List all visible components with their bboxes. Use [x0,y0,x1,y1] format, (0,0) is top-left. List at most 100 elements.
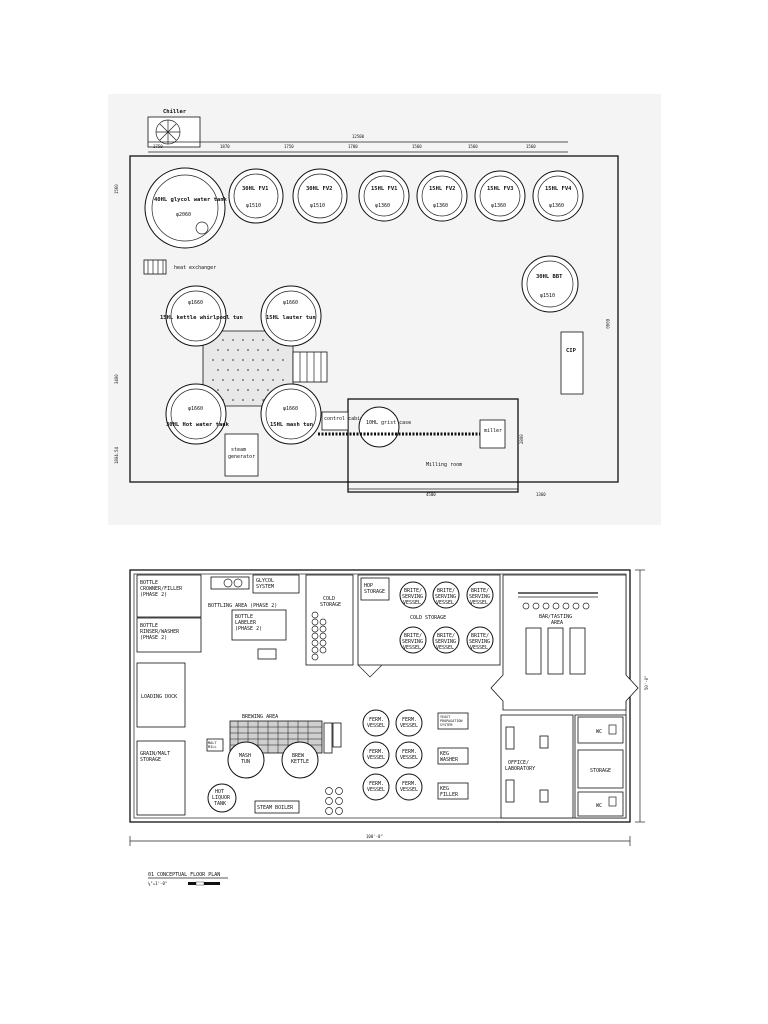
storage-room [577,749,624,789]
mash-tun: φ1660 15HL mash tun [260,383,322,445]
svg-text:15HL FV1: 15HL FV1 [371,186,398,192]
svg-text:1560: 1560 [412,144,422,149]
cip-label: CIP [566,348,577,354]
svg-text:φ1360: φ1360 [549,203,564,209]
milling-room-outline [347,398,519,493]
svg-text:1360: 1360 [536,492,546,497]
fermenter-30hl-fv2: 30HL FV2 φ1510 [292,168,348,224]
svg-text:3400: 3400 [114,374,119,384]
svg-text:6000: 6000 [605,319,610,329]
miller-label: miller [484,428,502,434]
tasting-table [569,627,586,675]
platform-stairs [292,351,328,383]
svg-text:15HL FV3: 15HL FV3 [487,186,514,192]
tasting-table [525,627,542,675]
control-panel [332,722,342,748]
grain-malt-storage [136,740,186,816]
svg-text:φ2060: φ2060 [176,212,191,218]
chiller-label: Chiller [163,109,187,115]
svg-text:FERM.VESSEL: FERM.VESSEL [400,781,418,793]
steam-boiler-label: STEAM BOILER [257,805,294,811]
wc-lower [577,791,624,817]
keg-washer [437,747,469,765]
ferm-vessel: FERM.VESSEL [395,773,423,801]
wc-upper [577,716,624,744]
cold-storage-left [305,574,354,666]
svg-text:1870: 1870 [220,144,230,149]
steam-boiler [254,800,300,814]
svg-text:1750: 1750 [153,144,163,149]
hot-water-tank: φ1660 30HL Hot water tank [165,383,230,445]
miller [479,419,506,449]
svg-text:15HL FV4: 15HL FV4 [545,186,572,192]
equipment-layout-drawing: Milling room Chiller 12500 1750 1870 175… [108,94,661,525]
grist-case [358,406,400,448]
storage-label: STORAGE [590,768,611,774]
equipment-layout-svg: Milling room Chiller 12500 1750 1870 175… [114,109,619,497]
svg-text:φ1660: φ1660 [188,406,203,412]
office-lab-label: OFFICE/LABORATORY [505,760,535,772]
fermenter-15hl-fv3: 15HL FV3 φ1360 [474,170,526,222]
svg-text:FERM.VESSEL: FERM.VESSEL [367,749,385,761]
wc-lower-label: WC [596,803,602,809]
pump-cart [257,648,277,660]
mash-tun-vessel [227,741,265,779]
svg-text:FERM.VESSEL: FERM.VESSEL [400,749,418,761]
svg-text:15HL mash tun: 15HL mash tun [270,422,313,428]
svg-text:φ1360: φ1360 [375,203,390,209]
bottle-crowner-area [136,574,202,618]
svg-text:FERM.VESSEL: FERM.VESSEL [400,717,418,729]
fermenter-15hl-fv4: 15HL FV4 φ1360 [532,170,584,222]
svg-text:FERM.VESSEL: FERM.VESSEL [367,781,385,793]
svg-text:1700: 1700 [348,144,358,149]
svg-text:φ1360: φ1360 [491,203,506,209]
control-cabinet-label: control cabinet [324,416,369,422]
fermenter-30hl-fv1: 30HL FV1 φ1510 [228,168,284,224]
brite-tank-30hl: 30HL BBT φ1510 [521,255,579,313]
overall-depth-label: 50'-0" [644,676,649,690]
fermenter-15hl-fv1: 15HL FV1 φ1360 [358,170,410,222]
svg-text:1560: 1560 [114,184,119,194]
svg-text:15HL FV2: 15HL FV2 [429,186,456,192]
svg-text:φ1510: φ1510 [246,203,261,209]
ferm-vessel: FERM.VESSEL [362,709,390,737]
pump-cluster [325,787,343,815]
svg-text:4500: 4500 [426,492,436,497]
plan-scale: ⅛"=1'-0" [148,881,167,886]
glycol-system [252,574,300,594]
dim-total-width: 12500 [352,134,365,139]
yeast-propagation-system [437,712,469,730]
cip-unit [560,331,584,395]
glycol-tank-label: 40HL glycol water tank [154,197,228,203]
wc-upper-label: WC [596,729,602,735]
milling-room-label: Milling room [426,462,462,468]
ferm-vessel: FERM.VESSEL [362,773,390,801]
svg-text:φ1360: φ1360 [433,203,448,209]
brewing-area-label: BREWING AREA [242,714,278,720]
bottle-labeler-area [231,609,287,641]
cold-storage-right-label: COLD STORAGE [410,615,446,621]
loading-dock-label: LOADING DOCK [141,694,177,700]
svg-text:FERM.VESSEL: FERM.VESSEL [367,717,385,729]
ferm-vessel: FERM.VESSEL [395,709,423,737]
ferm-vessel: FERM.VESSEL [395,741,423,769]
